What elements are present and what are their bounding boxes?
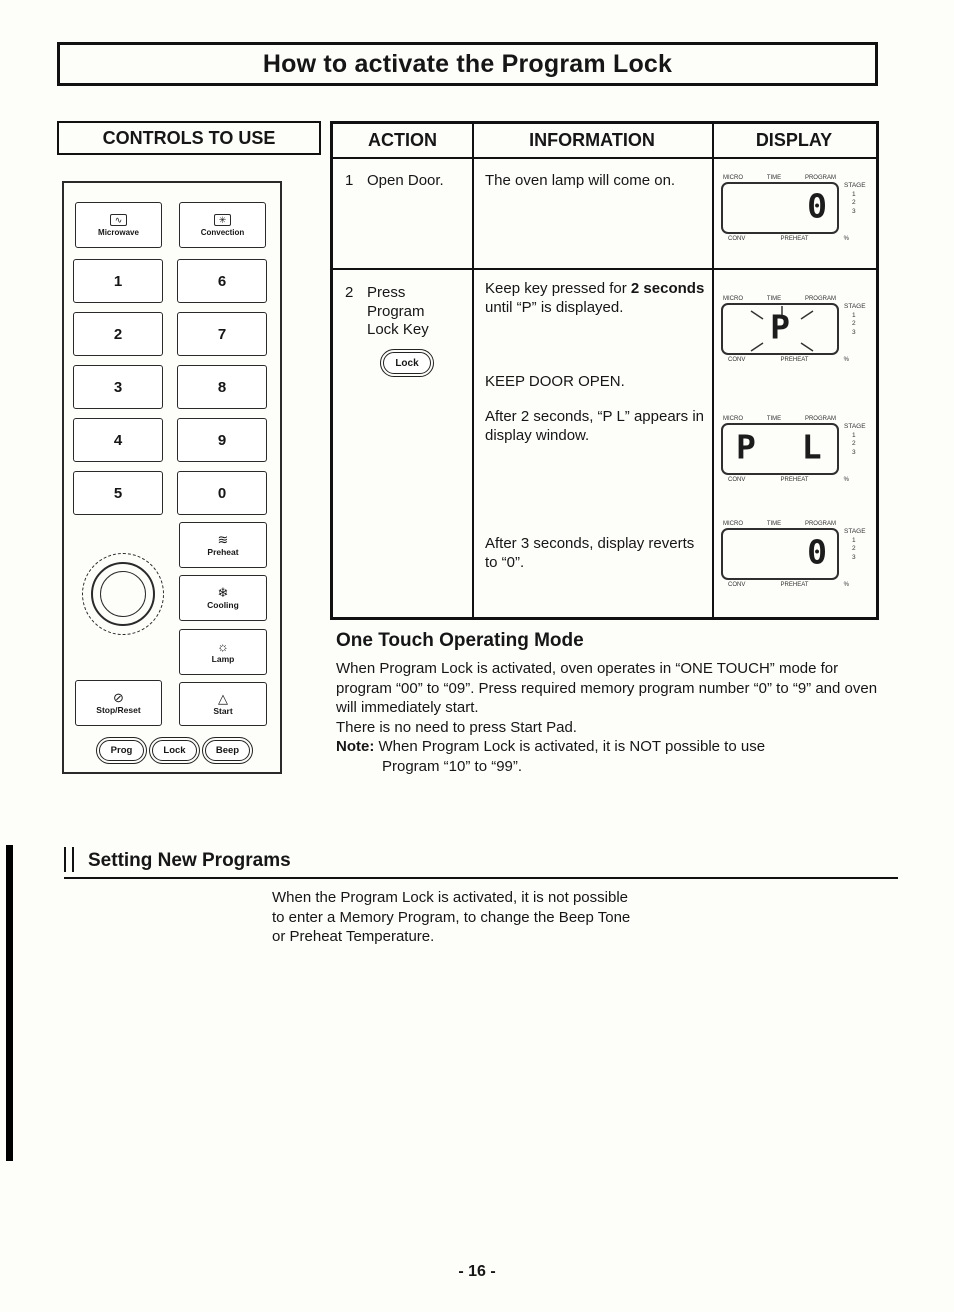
one-touch-paragraph-2: There is no need to press Start Pad. [336,718,577,736]
lamp-icon: ☼ [217,639,229,654]
display-box: P [721,303,839,355]
setting-new-programs-body: When the Program Lock is activated, it i… [272,889,631,945]
display-value: P [770,307,790,347]
digit-button-4: 4 [73,418,163,462]
digit-button-2: 2 [73,312,163,356]
label-preheat: PREHEAT [780,236,809,242]
display-window-pl: MICRO TIME PROGRAM P L STAGE 1 2 3 CONV … [721,416,866,483]
convection-button: ✳ Convection [179,202,266,248]
one-touch-section: One Touch Operating Mode When Program Lo… [336,630,892,776]
flash-rays-icon [750,306,814,352]
digit-button-0: 0 [177,471,267,515]
section-marker-icon [64,847,74,872]
lock-key-illustration: Lock [380,349,434,377]
microwave-button: ∿ Microwave [75,202,162,248]
column-header-display: DISPLAY [755,130,833,150]
beep-button: Beep [202,737,253,764]
convection-label: Convection [200,227,245,237]
stop-reset-icon: ⊘ [113,690,124,705]
label-percent: % [843,236,849,242]
display-window-zero-revert: MICRO TIME PROGRAM 0 STAGE 1 2 3 CONV PR… [721,521,866,588]
controls-to-use-header: CONTROLS TO USE [57,121,321,155]
convection-icon: ✳ [214,213,231,226]
column-header-information: INFORMATION [529,130,655,150]
step2-info-3: After 2 seconds, “P L” appears in displa… [485,408,705,444]
display-value: 0 [807,186,827,226]
step1-info: The oven lamp will come on. [485,172,676,189]
display-box: 0 [721,182,839,234]
step2-info-2: KEEP DOOR OPEN. [485,373,625,390]
display-top-labels: MICRO TIME PROGRAM [721,175,839,182]
digit-button-3: 3 [73,365,163,409]
one-touch-heading: One Touch Operating Mode [336,630,584,651]
step1-action: Open Door. [367,172,444,189]
preheat-icon: ≋ [217,532,229,547]
display-value: P L [736,427,835,467]
setting-new-programs-heading: Setting New Programs [88,850,291,871]
digit-button-6: 6 [177,259,267,303]
start-label: Start [213,706,233,716]
label-program: PROGRAM [804,175,836,181]
preheat-label: Preheat [207,547,239,557]
cooling-button: ❄ Cooling [179,575,267,621]
step2-number: 2 [345,284,354,301]
label-micro: MICRO [723,175,743,181]
display-value: 0 [807,532,827,572]
cooling-icon: ❄ [217,585,229,600]
timer-dial [82,553,164,635]
prog-button: Prog [96,737,147,764]
start-button: △ Start [179,682,267,726]
digit-button-9: 9 [177,418,267,462]
lock-button: Lock [149,737,200,764]
digit-button-8: 8 [177,365,267,409]
step2-info-4: After 3 seconds, display reverts to “0”. [485,535,695,571]
lamp-label: Lamp [211,654,235,664]
timer-dial-knob [100,571,146,617]
stop-reset-label: Stop/Reset [96,705,141,715]
lamp-button: ☼ Lamp [179,629,267,675]
label-stage: STAGE [844,182,866,189]
timer-dial-ring [91,562,155,626]
row-divider [333,268,876,270]
step2-info-1: Keep key pressed for 2 seconds until “P”… [485,280,705,316]
display-window-p-flashing: MICRO TIME PROGRAM P STAGE 1 2 3 [721,296,866,363]
display-stage-labels: STAGE 1 2 3 [844,182,866,215]
step2-action: Press Program Lock Key [367,284,429,338]
column-divider [472,124,474,617]
display-window-zero: MICRO TIME PROGRAM 0 STAGE 1 2 3 CONV PR… [721,175,879,242]
page-number: - 16 - [458,1263,496,1280]
control-panel-diagram: ∿ Microwave ✳ Convection 1 2 3 4 5 6 7 8… [62,181,282,774]
step1-number: 1 [345,172,354,189]
page-title: How to activate the Program Lock [57,42,878,86]
microwave-icon: ∿ [110,213,127,226]
display-box: P L [721,423,839,475]
cooling-label: Cooling [207,600,239,610]
binding-mark [6,845,13,1161]
start-icon: △ [218,691,228,706]
one-touch-note: Note: When Program Lock is activated, it… [336,738,766,775]
instruction-table: ACTION INFORMATION DISPLAY 1 Open Door. … [330,121,879,620]
section-rule [64,877,898,879]
digit-button-5: 5 [73,471,163,515]
digit-button-7: 7 [177,312,267,356]
column-divider [712,124,714,617]
label-time: TIME [766,175,782,181]
display-bottom-labels: CONV PREHEAT % [721,234,853,242]
label-conv: CONV [728,236,746,242]
preheat-button: ≋ Preheat [179,522,267,568]
stop-reset-button: ⊘ Stop/Reset [75,680,162,726]
table-header-row: ACTION INFORMATION DISPLAY [333,124,876,159]
digit-button-1: 1 [73,259,163,303]
microwave-label: Microwave [98,227,139,237]
one-touch-paragraph-1: When Program Lock is activated, oven ope… [336,660,878,716]
column-header-action: ACTION [368,130,437,150]
display-box: 0 [721,528,839,580]
